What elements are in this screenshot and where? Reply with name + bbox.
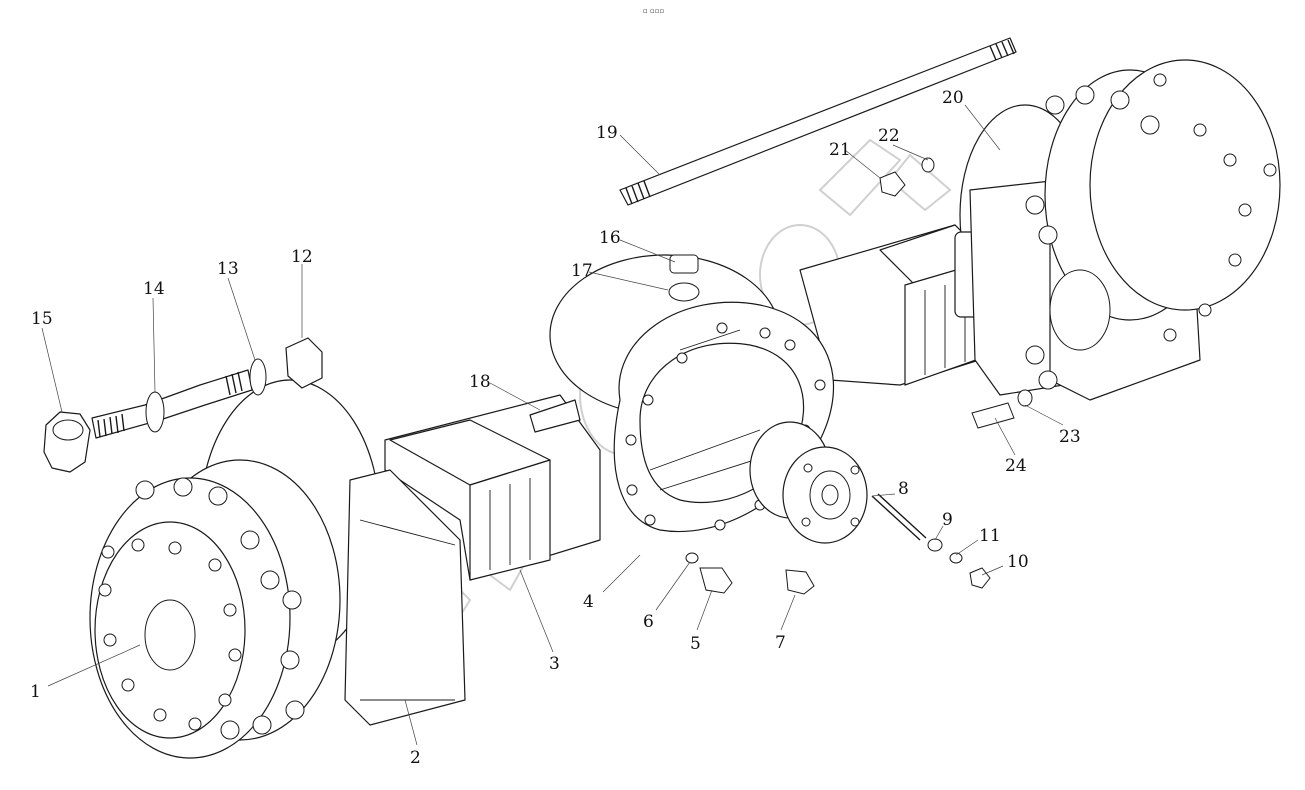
callout-2: 2 bbox=[410, 748, 421, 768]
callout-14: 14 bbox=[143, 279, 165, 299]
callout-15: 15 bbox=[31, 309, 53, 329]
callout-8: 8 bbox=[898, 479, 909, 499]
callout-20: 20 bbox=[942, 88, 964, 108]
axle-housing bbox=[384, 224, 996, 581]
leader-lines bbox=[41, 104, 1064, 746]
callout-24: 24 bbox=[1005, 456, 1027, 476]
callout-6: 6 bbox=[643, 612, 654, 632]
callout-5: 5 bbox=[690, 634, 701, 654]
callout-11: 11 bbox=[979, 526, 1001, 546]
callout-16: 16 bbox=[599, 228, 621, 248]
right-hub bbox=[954, 59, 1281, 401]
callout-3: 3 bbox=[549, 654, 560, 674]
callout-18: 18 bbox=[469, 372, 491, 392]
callout-13: 13 bbox=[217, 259, 239, 279]
callout-4: 4 bbox=[583, 592, 594, 612]
left-hub bbox=[89, 379, 466, 759]
callout-1: 1 bbox=[30, 682, 41, 702]
callout-21: 21 bbox=[829, 140, 851, 160]
callout-23: 23 bbox=[1059, 427, 1081, 447]
callout-10: 10 bbox=[1007, 552, 1029, 572]
axle-shaft bbox=[619, 37, 1017, 206]
callout-9: 9 bbox=[942, 510, 953, 530]
callout-19: 19 bbox=[596, 123, 618, 143]
header-mark: ▫ ▫▫▫ bbox=[643, 7, 664, 15]
callout-12: 12 bbox=[291, 247, 313, 267]
callout-22: 22 bbox=[878, 126, 900, 146]
loose-parts bbox=[43, 157, 1033, 595]
callout-17: 17 bbox=[571, 261, 593, 281]
callout-7: 7 bbox=[775, 633, 786, 653]
callout-labels: 1 2 3 4 5 6 7 8 9 10 11 12 13 14 15 16 1… bbox=[30, 88, 1081, 768]
